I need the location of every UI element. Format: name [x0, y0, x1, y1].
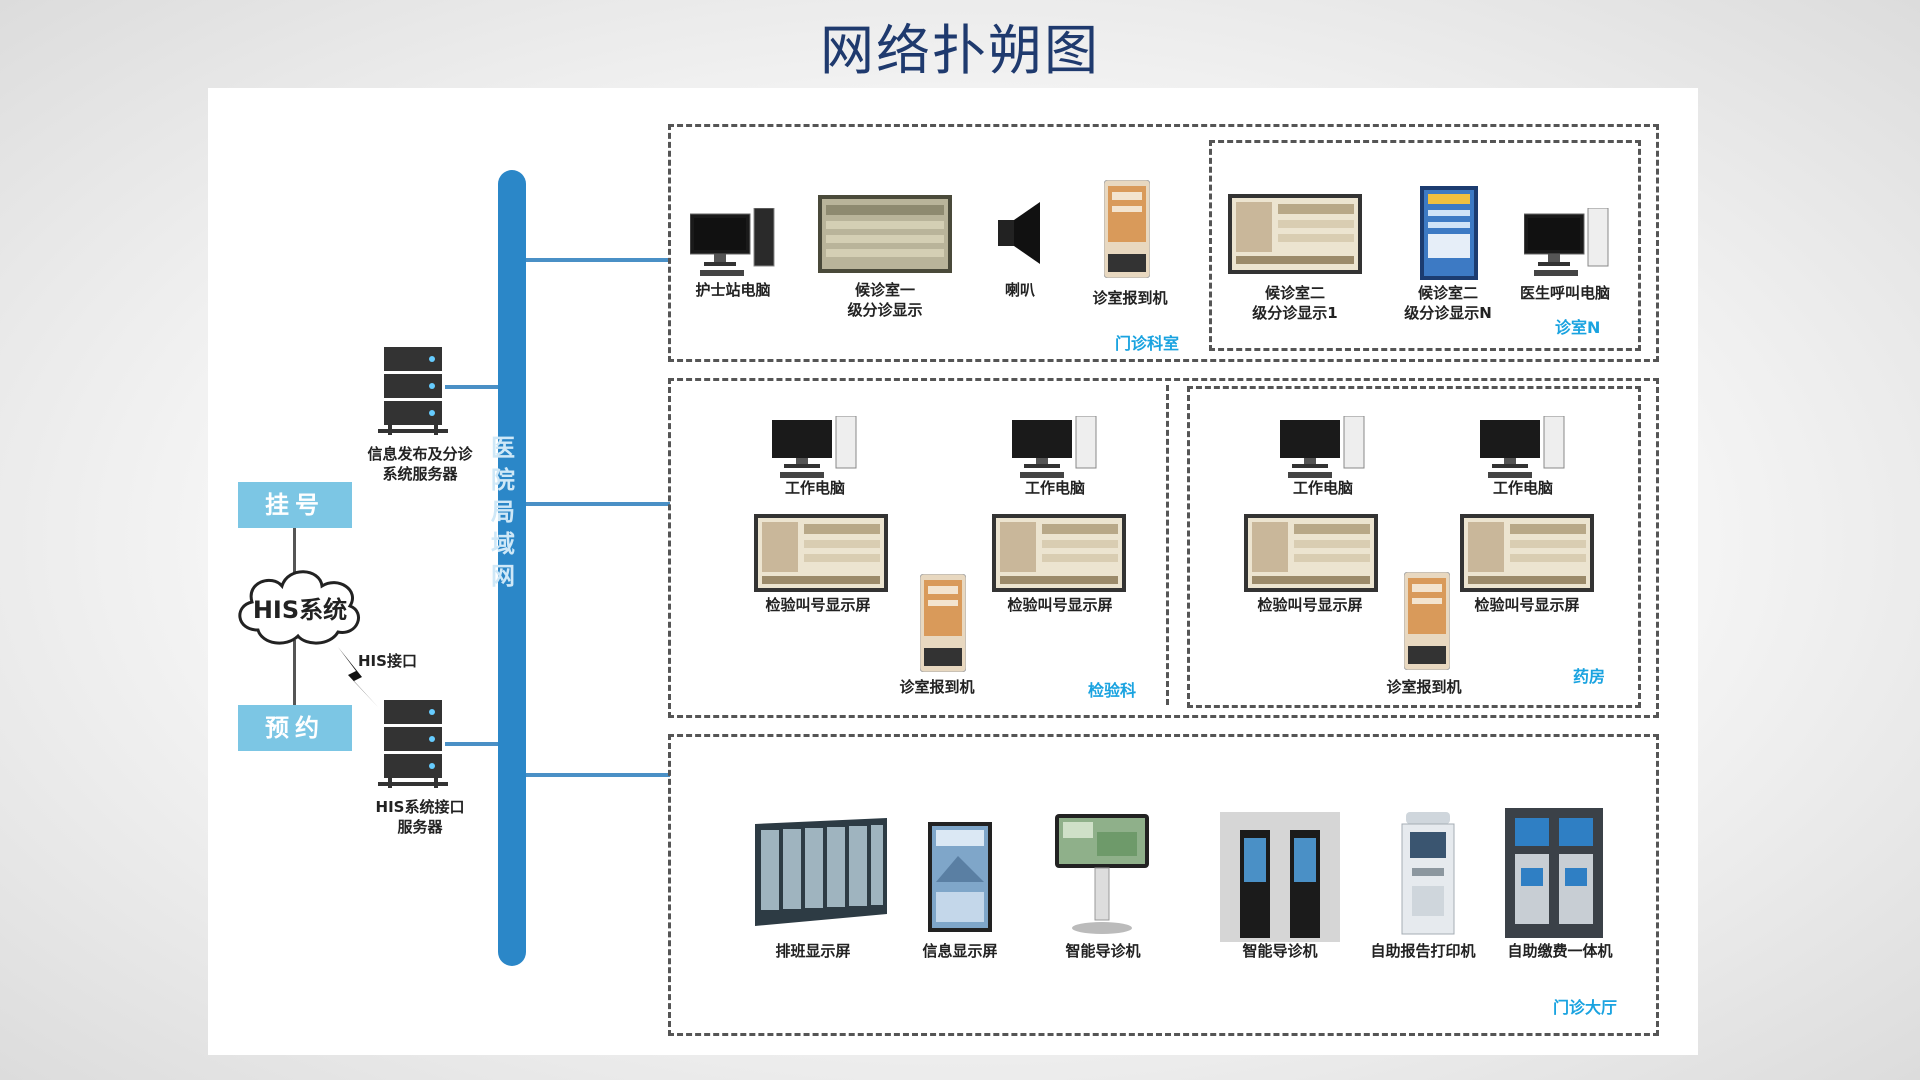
his-system-label: HIS系统: [252, 596, 348, 624]
zone-pharmacy-frame: [1187, 386, 1641, 708]
bus-connector: [526, 502, 670, 506]
connector-line: [293, 528, 296, 578]
waiting-room-2a-label-2: 级分诊显示1: [1252, 304, 1338, 322]
schedule-display-label: 排班显示屏: [775, 942, 851, 960]
waiting-room-1-label: 候诊室一: [854, 281, 916, 299]
info-server-label: 信息发布及分诊: [367, 445, 473, 463]
display-icon: [1244, 514, 1378, 592]
display-icon: [992, 514, 1126, 592]
smart-guide-1-label: 智能导诊机: [1065, 942, 1141, 960]
pharmacy-checkin-label: 诊室报到机: [1386, 678, 1462, 696]
bus-connector: [526, 258, 670, 262]
pharmacy-pc-2-label: 工作电脑: [1492, 479, 1554, 497]
kiosk-icon: [1404, 572, 1450, 670]
display-icon: [1460, 514, 1594, 592]
kiosk-icon: [920, 574, 966, 672]
hospital-lan-label: 医院局域网: [491, 434, 515, 590]
vertical-display-icon: [1420, 186, 1478, 280]
pharmacy-screen-1-label: 检验叫号显示屏: [1257, 596, 1363, 614]
waiting-room-1-label-2: 级分诊显示: [847, 301, 923, 319]
payment-kiosk-label: 自助缴费一体机: [1507, 942, 1613, 960]
zone-outpatient-frame: [668, 124, 1659, 362]
display-icon: [818, 195, 952, 273]
zone-outpatient-name: 门诊科室: [1115, 334, 1180, 353]
zone-hall-frame: [668, 734, 1659, 1036]
pharmacy-pc-1-label: 工作电脑: [1292, 479, 1354, 497]
kiosk-icon: [1104, 180, 1150, 278]
appointment-button[interactable]: 预约: [238, 705, 352, 751]
zone-lab-pharmacy-frame: [668, 378, 1659, 718]
info-display-icon: [928, 822, 992, 932]
waiting-room-2n-label-2: 级分诊显示N: [1404, 304, 1492, 322]
zone-divider: [1166, 385, 1169, 705]
schedule-wall-icon: [755, 818, 887, 926]
server-icon: [378, 347, 448, 435]
server-icon: [378, 700, 448, 788]
doctor-pc-label: 医生呼叫电脑: [1519, 284, 1611, 302]
bus-connector: [445, 742, 500, 746]
lab-checkin-label: 诊室报到机: [899, 678, 975, 696]
info-display-label: 信息显示屏: [922, 942, 998, 960]
display-icon: [1228, 194, 1362, 274]
zone-pharmacy-name: 药房: [1573, 667, 1606, 686]
lightning-icon: [338, 647, 378, 707]
guide-kiosk-icon: [1220, 812, 1340, 942]
info-server-label-2: 系统服务器: [382, 465, 458, 483]
payment-kiosk-icon: [1505, 808, 1603, 938]
zone-room-n-frame: [1209, 140, 1641, 351]
zone-room-n-name: 诊室N: [1555, 318, 1601, 337]
his-interface-label: HIS接口: [358, 652, 417, 670]
waiting-room-2n-label: 候诊室二: [1417, 284, 1479, 302]
computer-icon: [1480, 416, 1565, 478]
connector-line: [293, 640, 296, 710]
lab-screen-1-label: 检验叫号显示屏: [765, 596, 871, 614]
computer-icon: [1524, 208, 1609, 276]
checkin-kiosk-label: 诊室报到机: [1092, 289, 1168, 307]
his-server-label: HIS系统接口: [375, 798, 465, 816]
hospital-lan-bus: [498, 170, 526, 966]
computer-icon: [690, 208, 775, 276]
zone-lab-name: 检验科: [1088, 681, 1137, 700]
report-printer-icon: [1401, 812, 1455, 935]
cloud-icon: [238, 570, 360, 645]
report-printer-label: 自助报告打印机: [1370, 942, 1476, 960]
nurse-pc-label: 护士站电脑: [695, 281, 771, 299]
bus-connector: [445, 385, 500, 389]
his-server-label-2: 服务器: [397, 818, 443, 836]
speaker-label: 喇叭: [1004, 281, 1036, 299]
computer-icon: [1012, 416, 1097, 478]
lab-screen-2-label: 检验叫号显示屏: [1007, 596, 1113, 614]
smart-guide-2-label: 智能导诊机: [1242, 942, 1318, 960]
smart-guide-icon: [1055, 814, 1149, 934]
pharmacy-screen-2-label: 检验叫号显示屏: [1474, 596, 1580, 614]
speaker-icon: [998, 202, 1040, 264]
lab-pc-1-label: 工作电脑: [784, 479, 846, 497]
register-button[interactable]: 挂号: [238, 482, 352, 528]
display-icon: [754, 514, 888, 592]
page-title: 网络扑朔图: [820, 19, 1100, 82]
bus-connector: [526, 773, 670, 777]
waiting-room-2a-label: 候诊室二: [1264, 284, 1326, 302]
computer-icon: [772, 416, 857, 478]
computer-icon: [1280, 416, 1365, 478]
lab-pc-2-label: 工作电脑: [1024, 479, 1086, 497]
zone-hall-name: 门诊大厅: [1553, 998, 1618, 1017]
